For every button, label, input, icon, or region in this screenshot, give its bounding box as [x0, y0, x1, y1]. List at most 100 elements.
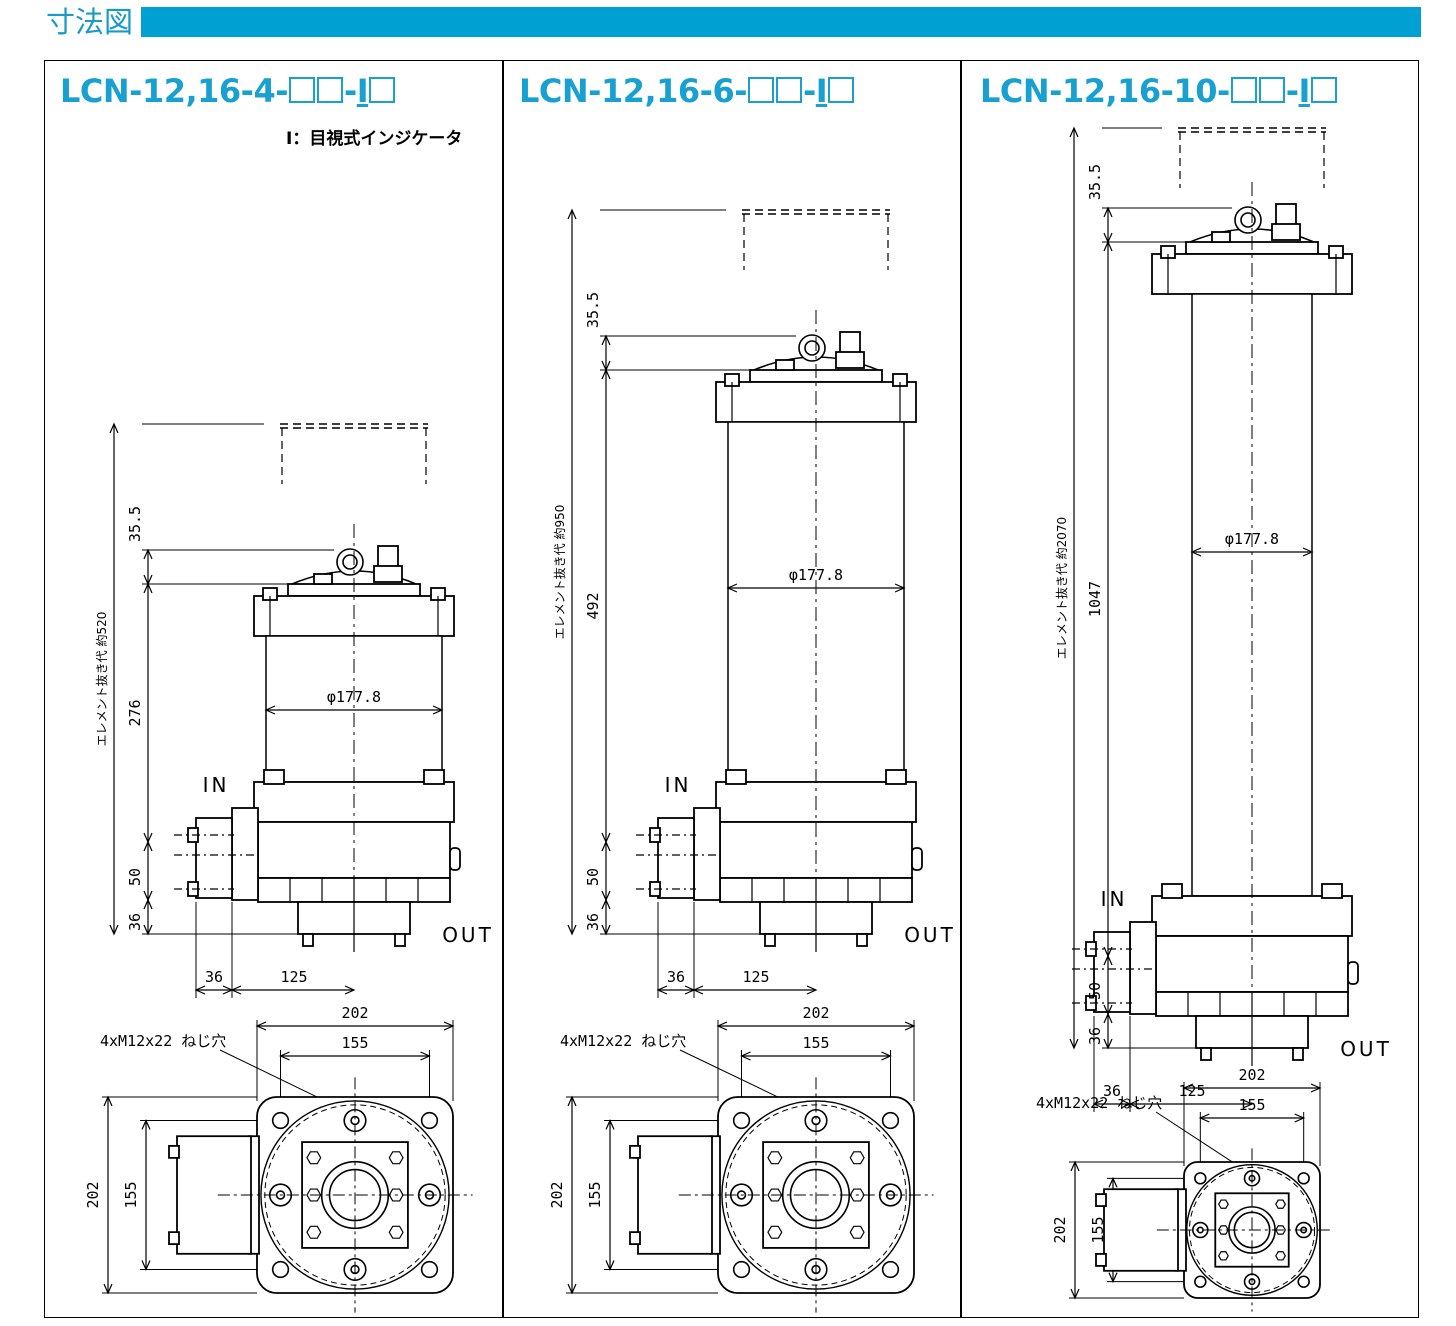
corner-hole	[881, 1111, 900, 1130]
offset-label: 125	[280, 968, 307, 986]
corner-hole	[881, 1260, 900, 1279]
eyebolt	[804, 340, 820, 356]
body-dim-label: 1047	[1086, 581, 1104, 617]
eyebolt	[1240, 212, 1256, 228]
arrow-head	[1103, 1012, 1113, 1024]
inlet-block	[1093, 931, 1131, 1013]
arrow-head	[716, 1021, 728, 1031]
outlet-bolt-head	[1217, 1225, 1229, 1235]
page-title: 寸法図	[46, 5, 134, 39]
vent-plug	[775, 359, 795, 371]
inlet-label: IN	[203, 773, 230, 797]
inlet-flange	[1129, 921, 1157, 1015]
outlet-bolt	[856, 933, 868, 947]
arrow-head	[1069, 126, 1079, 138]
arrow-head	[656, 985, 668, 995]
inlet-block	[195, 817, 233, 899]
body-dim-label: 492	[584, 592, 602, 619]
width-label: 202	[802, 1004, 829, 1022]
width-label: 155	[802, 1034, 829, 1052]
inlet-bolt	[629, 1231, 641, 1246]
corner-hole	[271, 1260, 290, 1279]
outlet-bolt	[302, 933, 314, 947]
flange-bolt	[423, 769, 445, 785]
arrow-head	[344, 985, 356, 995]
indicator-note: I：目視式インジケータ	[286, 129, 463, 149]
arrow-head	[1103, 206, 1113, 218]
inlet-block	[657, 817, 695, 899]
arrow-head	[230, 985, 242, 995]
arrow-head	[1190, 547, 1202, 557]
top-dim-label: 35.5	[584, 292, 602, 328]
arrow-head	[143, 898, 153, 910]
corner-hole	[420, 1111, 439, 1130]
arrow-head	[601, 334, 611, 346]
arrow-head	[443, 1021, 455, 1031]
corner-hole	[1194, 1275, 1207, 1288]
arrow-head	[1302, 547, 1314, 557]
outlet-label: OUT	[442, 923, 494, 947]
indicator-base	[1271, 223, 1301, 241]
arrow-head	[1310, 1083, 1322, 1093]
corner-hole	[732, 1260, 751, 1279]
outlet-bolt	[1292, 1047, 1304, 1061]
height-label: 155	[122, 1181, 140, 1208]
outlet-bolt	[394, 933, 406, 947]
arrow-head	[1069, 1038, 1079, 1050]
inlet-dim-label: 50	[1086, 982, 1104, 1000]
offset-label: 36	[1103, 1082, 1121, 1100]
outlet-bolt-head	[767, 1225, 783, 1239]
outlet-bolt-head	[849, 1225, 865, 1239]
inlet-dim-label: 50	[126, 868, 144, 886]
width-label: 155	[341, 1034, 368, 1052]
inlet-bolt	[168, 1144, 180, 1159]
vent-plug	[313, 573, 333, 585]
height-label: 202	[84, 1181, 102, 1208]
flange-bolt	[263, 769, 285, 785]
corner-hole	[420, 1260, 439, 1279]
height-label: 155	[1089, 1216, 1107, 1243]
arrow-head	[255, 1021, 267, 1031]
width-label: 202	[1238, 1066, 1265, 1084]
header-bar	[141, 7, 1421, 37]
model-title-3: LCN-12,16-10--I	[980, 72, 1338, 110]
arrow-head	[143, 840, 153, 852]
model-title-1: LCN-12,16-4--I	[60, 72, 396, 110]
arrow-head	[143, 582, 153, 594]
indicator	[377, 545, 399, 569]
outlet-bolt-head	[306, 1151, 322, 1165]
height-label: 202	[548, 1181, 566, 1208]
bolt-label: 4xM12x22 ねじ穴	[560, 1032, 686, 1050]
arrow-head	[1182, 1083, 1194, 1093]
arrow-head	[194, 985, 206, 995]
height-label: 155	[586, 1181, 604, 1208]
height-label: 202	[1051, 1216, 1069, 1243]
extraction-label: エレメント抜き代 約520	[94, 612, 109, 747]
inlet-dim-label: 50	[584, 868, 602, 886]
flange-bolt	[885, 769, 907, 785]
diameter-label: φ177.8	[1225, 530, 1279, 548]
corner-hole	[1194, 1172, 1207, 1185]
inlet-bolt	[168, 1231, 180, 1246]
drain-plug	[911, 847, 923, 871]
offset-label: 36	[205, 968, 223, 986]
outlet-bolt-head	[1217, 1199, 1229, 1209]
outlet-bolt-head	[1275, 1199, 1287, 1209]
outlet-label: OUT	[1340, 1037, 1392, 1061]
extraction-label: エレメント抜き代 約2070	[1054, 517, 1069, 659]
outlet-bolt-head	[767, 1151, 783, 1165]
inlet-bolt	[629, 1144, 641, 1159]
inlet-bolt	[1095, 1193, 1107, 1207]
arrow-head	[726, 583, 738, 593]
outlet-bolt	[1200, 1047, 1212, 1061]
panel-divider	[502, 60, 504, 1318]
arrow-head	[109, 924, 119, 936]
outlet-bolt-head	[1217, 1251, 1229, 1261]
corner-hole	[271, 1111, 290, 1130]
body-dim-label: 276	[126, 699, 144, 726]
offset-label: 36	[667, 968, 685, 986]
flange-bolt	[1321, 883, 1343, 899]
indicator-base	[835, 351, 865, 369]
model-title-2: LCN-12,16-6--I	[519, 72, 855, 110]
flange-bolt	[725, 769, 747, 785]
